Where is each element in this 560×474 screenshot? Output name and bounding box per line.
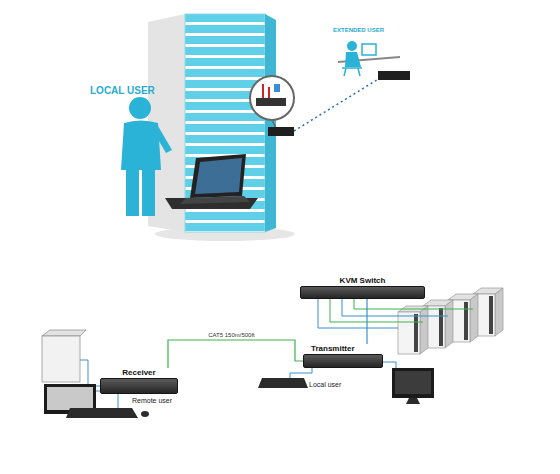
device-body (303, 354, 383, 368)
device-label: KVM Switch (300, 276, 425, 286)
zoom-device (256, 98, 286, 106)
device-node: KVM Switch (300, 276, 425, 299)
zoom-leader (272, 120, 276, 128)
server-side (420, 306, 428, 354)
device-body (100, 378, 178, 394)
server-strip (489, 296, 493, 334)
laptop-lid (190, 154, 246, 198)
cable-connector (168, 340, 303, 368)
server-cable (342, 299, 448, 316)
server-cable (330, 299, 423, 322)
pc-cable (80, 360, 100, 386)
person-head (129, 97, 151, 119)
user-label: LOCAL USER (90, 85, 155, 96)
extended-person-body (345, 52, 361, 67)
zoom-cable (263, 84, 269, 98)
user-label: Local user (309, 381, 341, 389)
mouse (141, 411, 149, 417)
extender-unit (378, 71, 410, 80)
device-node: Transmitter (303, 344, 383, 368)
person-arm (156, 126, 172, 153)
local-monitor (392, 368, 434, 398)
laptop-base (180, 196, 250, 204)
keyboard-cable (118, 394, 119, 408)
extender-unit (268, 127, 294, 136)
dotted-cable (294, 78, 380, 131)
pc-top (42, 330, 86, 336)
person-body (121, 121, 161, 171)
laptop-screen (195, 158, 242, 194)
server-strip (464, 302, 468, 340)
monitor-screen (395, 371, 431, 394)
keyboard-cable (290, 368, 312, 378)
cable-connector (366, 299, 367, 344)
device-node: Receiver (100, 368, 178, 394)
server-cable (354, 299, 473, 309)
user-label: Remote user (132, 397, 172, 405)
local-keyboard (258, 378, 308, 388)
device-body (300, 286, 425, 299)
remote-pc (42, 336, 80, 382)
remote-keyboard (66, 408, 138, 418)
person-leg (142, 168, 155, 216)
rack-side (265, 14, 276, 232)
server-strip (414, 314, 418, 352)
person-leg (126, 168, 139, 216)
server-strip (439, 308, 443, 346)
server-side (445, 300, 453, 348)
server-side (495, 288, 503, 336)
device-label: Receiver (100, 368, 178, 378)
zoom-plug (274, 84, 280, 92)
monitor-screen (47, 387, 93, 410)
chair (342, 68, 362, 76)
extended-person-head (347, 41, 357, 51)
server-tower (398, 312, 420, 354)
user-label: EXTENDED USER (333, 27, 384, 34)
zoom-circle (250, 76, 294, 120)
server-side (470, 294, 478, 342)
monitor-stand (406, 398, 420, 404)
remote-monitor (362, 44, 376, 55)
device-label: Transmitter (303, 344, 383, 354)
video-cable (383, 362, 396, 368)
cable-label: CAT5 150m/500ft (208, 332, 255, 339)
